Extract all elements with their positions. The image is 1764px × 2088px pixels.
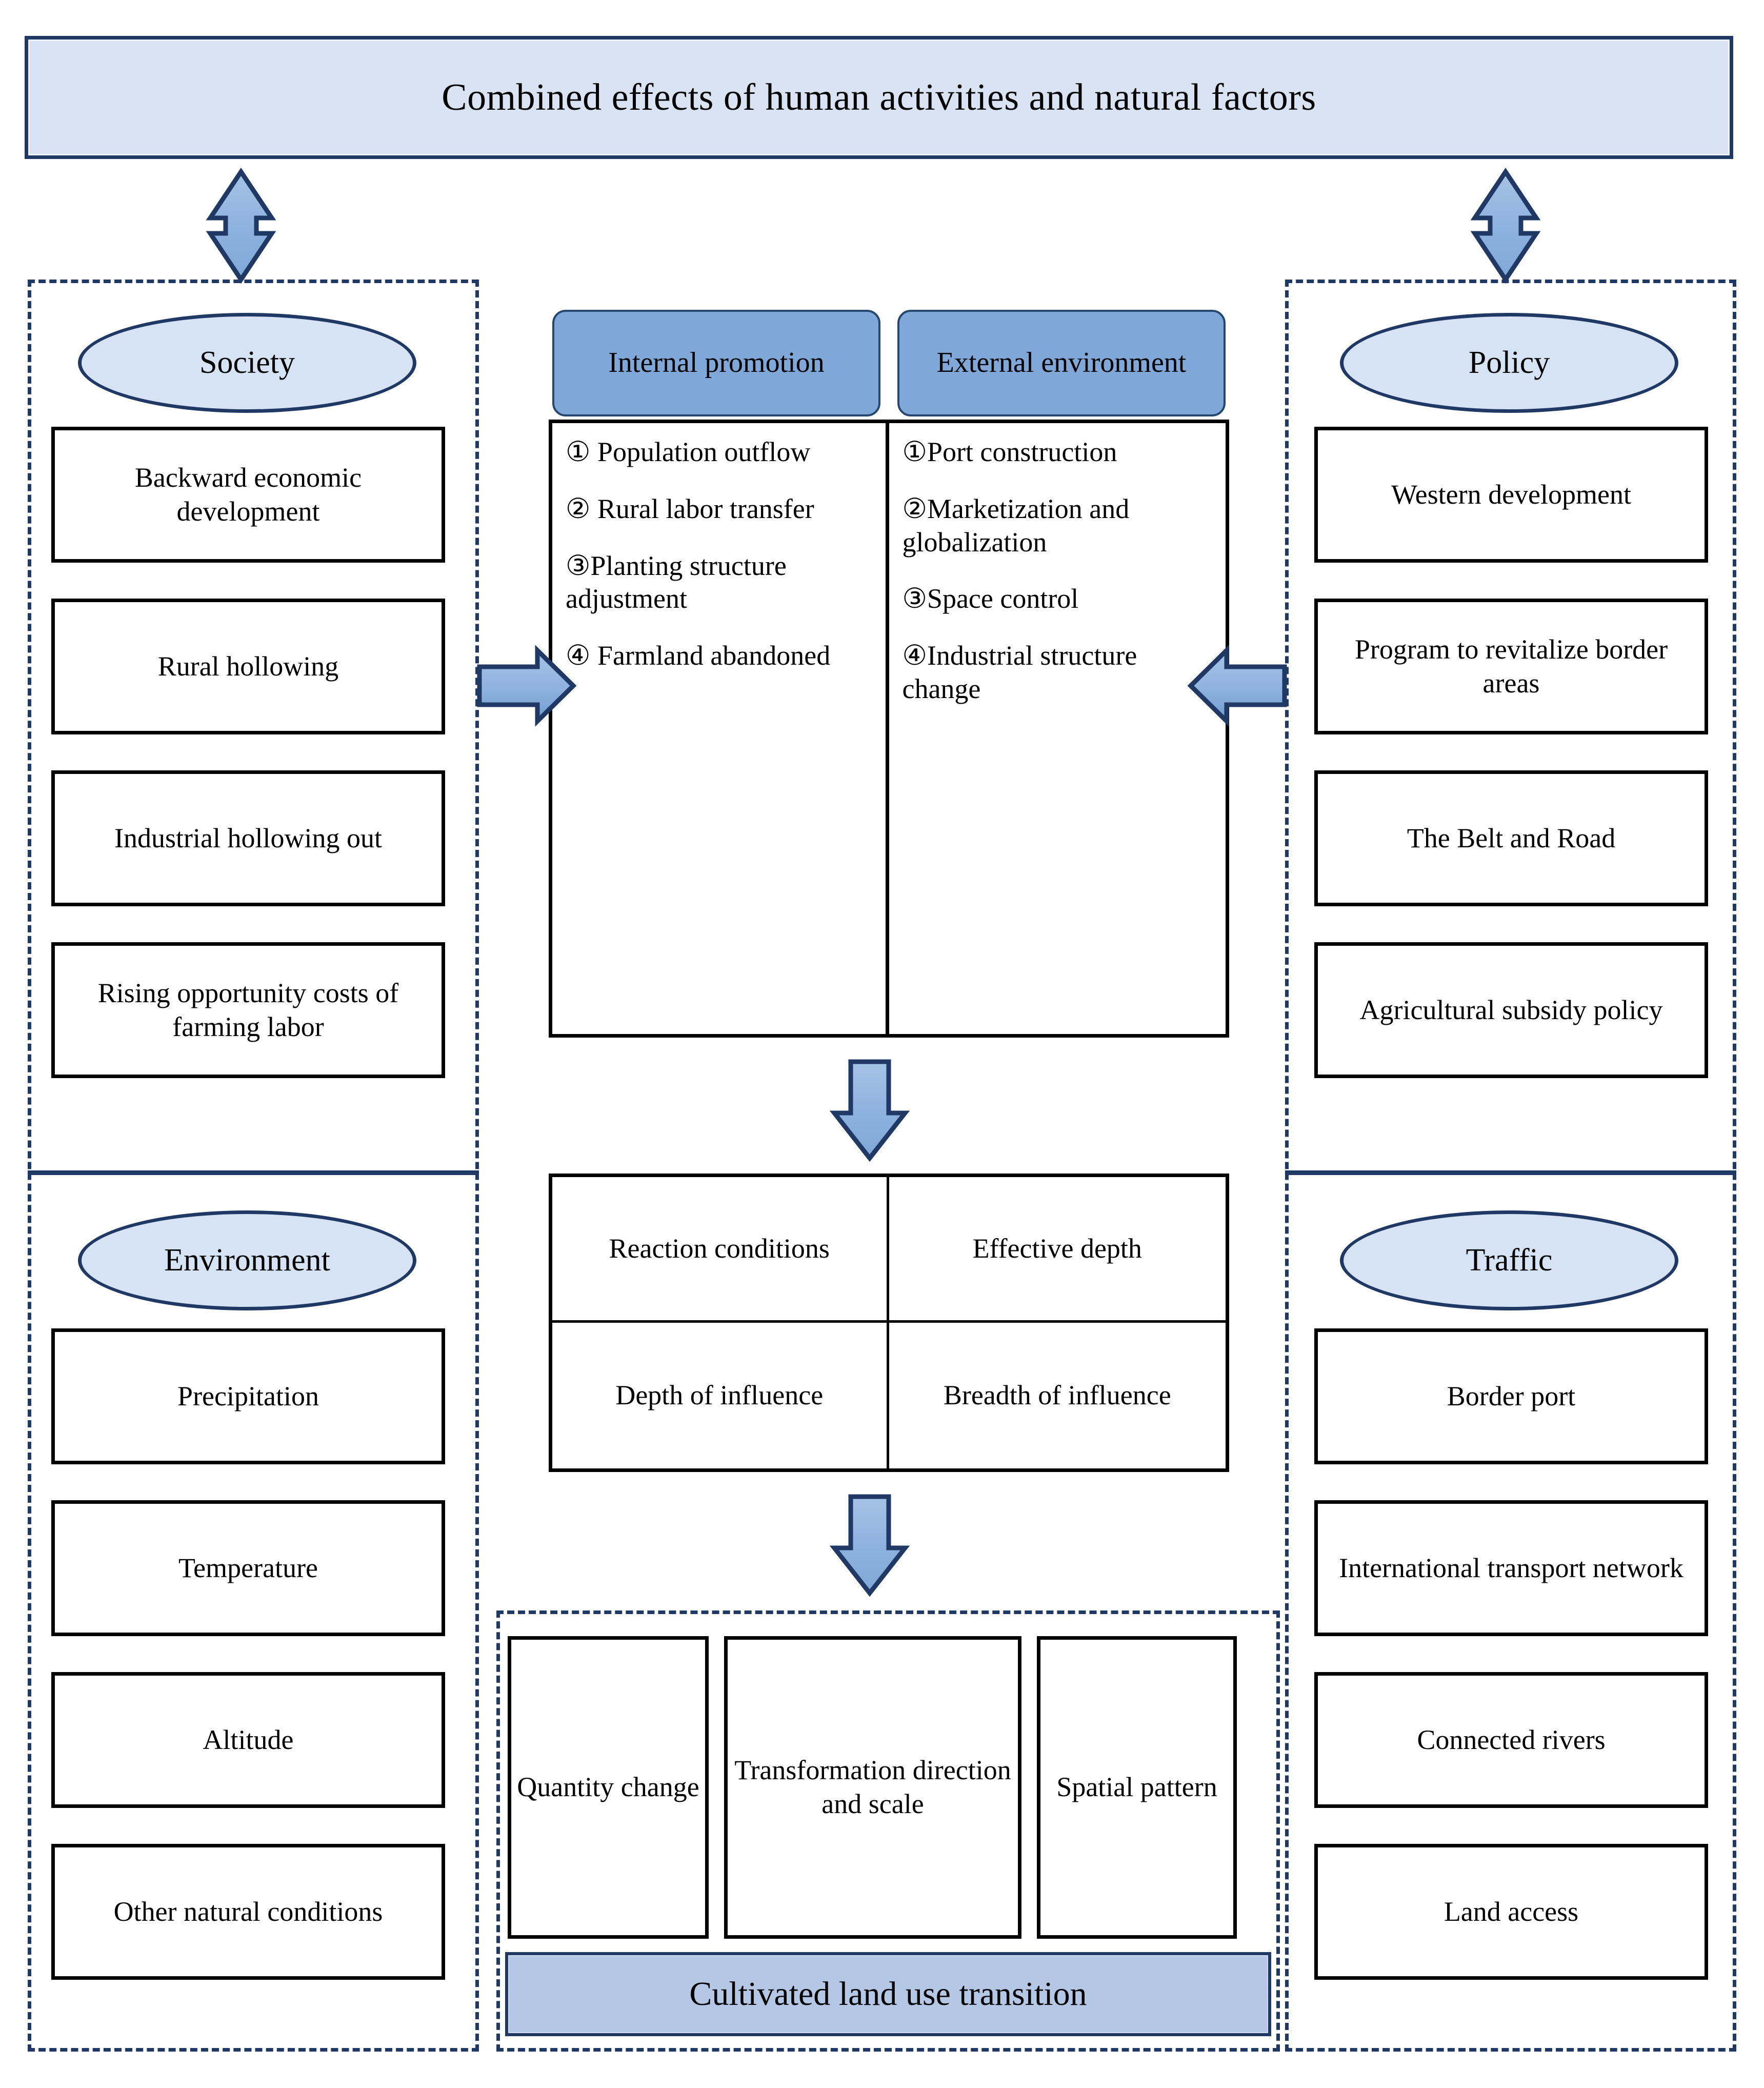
outcome-panel <box>496 1610 1280 2052</box>
factor-box-other-natural-conditions[interactable]: Other natural conditions <box>51 1844 445 1980</box>
list-item: ① Population outflow <box>566 436 811 467</box>
tab-external-environment[interactable]: External environment <box>897 310 1226 416</box>
cultivated-land-use-transition-banner: Cultivated land use transition <box>505 1952 1271 2036</box>
factor-box-rising-opportunity-costs[interactable]: Rising opportunity costs of farming labo… <box>51 942 445 1078</box>
factor-box-precipitation[interactable]: Precipitation <box>51 1328 445 1464</box>
list-item: ③Space control <box>902 583 1079 614</box>
group-label-policy: Policy <box>1340 313 1678 413</box>
factor-box-border-port[interactable]: Border port <box>1314 1328 1708 1464</box>
factor-box-connected-rivers[interactable]: Connected rivers <box>1314 1672 1708 1808</box>
group-label-traffic: Traffic <box>1340 1210 1678 1310</box>
factor-box-altitude[interactable]: Altitude <box>51 1672 445 1808</box>
factor-box-agricultural-subsidy-policy[interactable]: Agricultural subsidy policy <box>1314 942 1708 1078</box>
factor-box-industrial-hollowing-out[interactable]: Industrial hollowing out <box>51 770 445 906</box>
list-item: ②Marketization and globalization <box>902 493 1130 558</box>
factor-box-belt-and-road[interactable]: The Belt and Road <box>1314 770 1708 906</box>
factor-box-temperature[interactable]: Temperature <box>51 1500 445 1636</box>
group-label-environment: Environment <box>78 1210 416 1310</box>
center-driver-list: ① Population outflow ② Rural labor trans… <box>549 420 1229 1038</box>
header-banner: Combined effects of human activities and… <box>25 36 1733 159</box>
group-label-society: Society <box>78 313 416 413</box>
matrix-cell-depth-of-influence: Depth of influence <box>552 1323 889 1468</box>
internal-promotion-list: ① Population outflow ② Rural labor trans… <box>552 423 889 1034</box>
right-panel-divider <box>1285 1170 1736 1175</box>
factor-box-western-development[interactable]: Western development <box>1314 427 1708 563</box>
external-environment-list: ①Port construction ②Marketization and gl… <box>889 423 1226 1034</box>
factor-box-rural-hollowing[interactable]: Rural hollowing <box>51 599 445 734</box>
factor-box-land-access[interactable]: Land access <box>1314 1844 1708 1980</box>
page-title: Combined effects of human activities and… <box>442 76 1316 118</box>
list-item: ④ Farmland abandoned <box>566 640 831 671</box>
factor-box-backward-economic-development[interactable]: Backward economic development <box>51 427 445 563</box>
factor-box-international-transport-network[interactable]: International transport network <box>1314 1500 1708 1636</box>
list-item: ①Port construction <box>902 436 1117 467</box>
outcome-box-quantity-change[interactable]: Quantity change <box>508 1636 709 1939</box>
arrow-matrix-to-outcome <box>829 1494 910 1597</box>
arrow-banner-to-policy <box>1470 167 1541 284</box>
factor-box-program-revitalize-border-areas[interactable]: Program to revitalize border areas <box>1314 599 1708 734</box>
impact-matrix: Reaction conditions Effective depth Dept… <box>549 1174 1229 1472</box>
arrow-list-to-matrix <box>829 1059 910 1162</box>
outcome-box-spatial-pattern[interactable]: Spatial pattern <box>1037 1636 1237 1939</box>
matrix-cell-breadth-of-influence: Breadth of influence <box>943 1380 1171 1411</box>
list-item: ④Industrial structure change <box>902 640 1137 704</box>
outcome-box-transformation-direction-and-scale[interactable]: Transformation direction and scale <box>724 1636 1021 1939</box>
list-item: ③Planting structure adjustment <box>566 550 787 614</box>
matrix-cell-reaction-conditions: Reaction conditions <box>552 1177 889 1323</box>
arrow-banner-to-society <box>206 167 276 284</box>
matrix-cell-effective-depth: Effective depth <box>889 1177 1226 1323</box>
tab-internal-promotion[interactable]: Internal promotion <box>552 310 880 416</box>
left-panel-divider <box>28 1170 479 1175</box>
list-item: ② Rural labor transfer <box>566 493 814 524</box>
